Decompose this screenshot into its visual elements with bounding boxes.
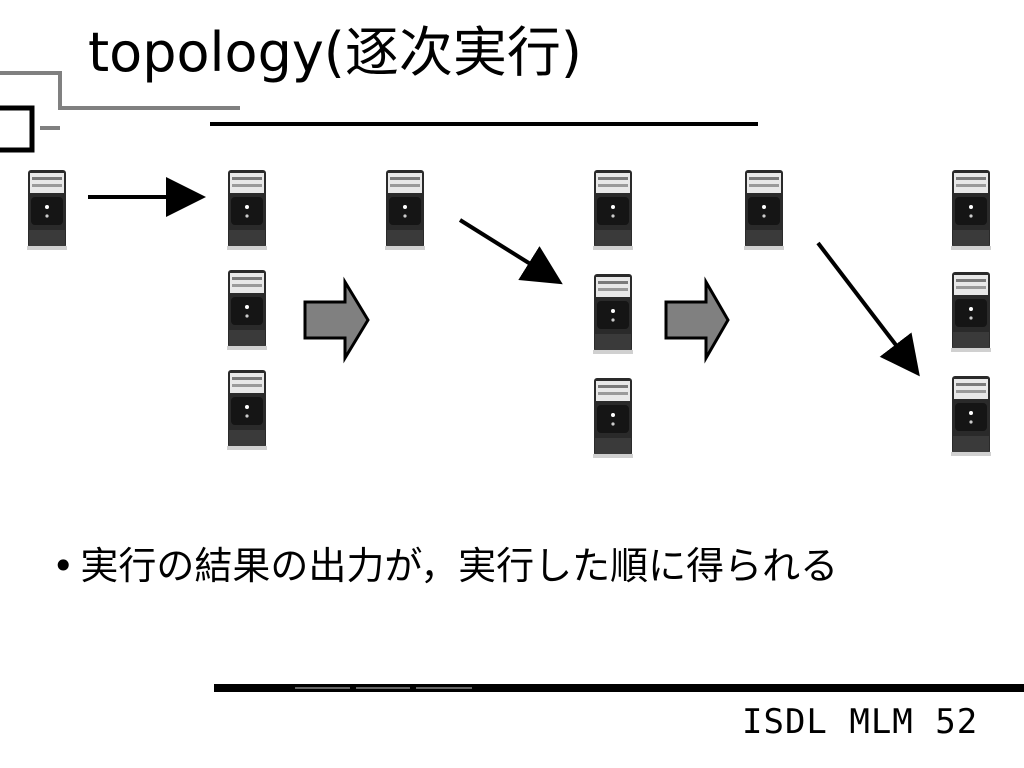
footer-bar [214,684,1024,692]
server-icon-stage2-node3 [593,378,633,458]
server-icon-stage1-node3 [227,370,267,450]
bullet-dot-icon: • [52,544,75,588]
server-icon-stage3-node2 [951,272,991,352]
server-icon-stage1-source [27,170,67,250]
server-icon-stage2-source [385,170,425,250]
server-icon-stage3-source [744,170,784,250]
server-icon-stage3-node1 [951,170,991,250]
server-icon-stage1-node2 [227,270,267,350]
block-right-arrow-icon [303,276,370,364]
block-right-arrow-icon [664,276,730,364]
footer-label: ISDL MLM 52 [742,702,979,742]
send-arrow-stage3 [816,241,920,377]
bullet-point: •実行の結果の出力が，実行した順に得られる [52,542,838,591]
server-icon-stage2-node1 [593,170,633,250]
bullet-text: 実行の結果の出力が，実行した順に得られる [80,544,839,588]
slide-title: topology(逐次実行) [88,21,582,84]
corner-bracket-decoration [0,71,240,153]
server-icon-stage3-node3 [951,376,991,456]
server-icon-stage1-node1 [227,170,267,250]
server-icon-stage2-node2 [593,274,633,354]
send-arrow-stage2 [458,218,563,285]
